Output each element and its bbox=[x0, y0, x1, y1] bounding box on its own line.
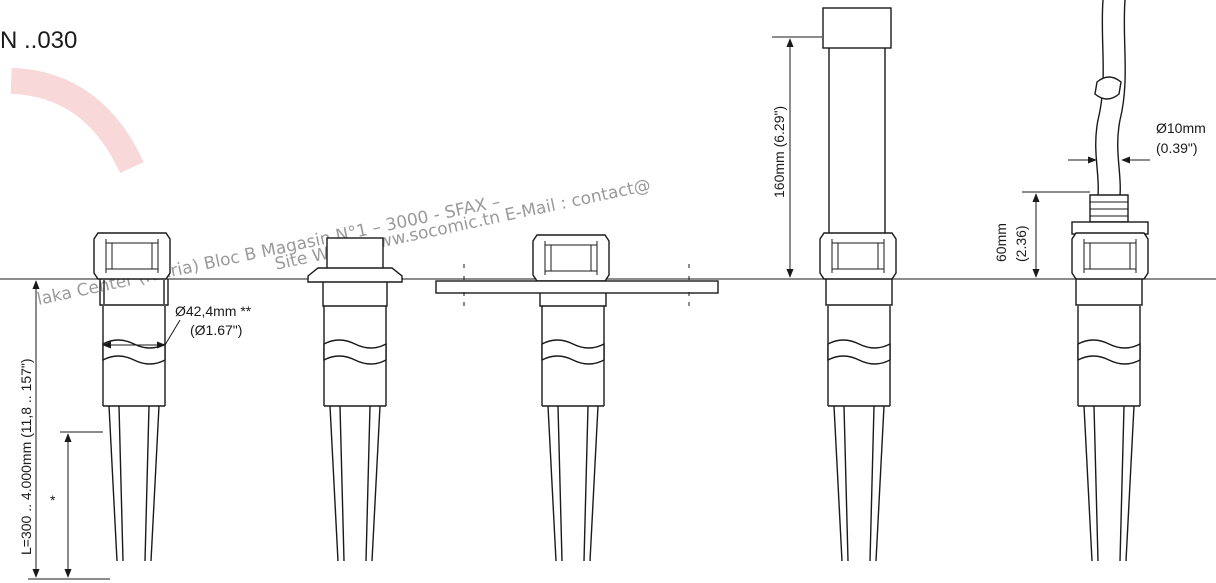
length-label: L=300 .. 4.000mm (11,8 .. 157") bbox=[18, 358, 34, 555]
variant-flange bbox=[435, 234, 719, 562]
gland-height-inch-label: (2.36) bbox=[1013, 225, 1029, 262]
watermark-logo-arc bbox=[10, 67, 144, 174]
variant-clamp bbox=[307, 237, 403, 562]
pipe-diameter-label: Ø42,4mm ** bbox=[175, 303, 252, 319]
variant-threaded: Ø42,4mm ** (Ø1.67") L=300 .. 4.000mm (11… bbox=[18, 232, 252, 580]
fork-length-marker: * bbox=[50, 492, 56, 508]
variant-extension: 160mm (6.29") bbox=[771, 7, 897, 562]
cable-diameter-inch-label: (0.39") bbox=[1156, 140, 1198, 156]
pipe-diameter-inch-label: (Ø1.67") bbox=[190, 322, 242, 338]
extension-height-label: 160mm (6.29") bbox=[771, 106, 787, 198]
cable-diameter-label: Ø10mm bbox=[1156, 120, 1206, 136]
gland-height-label: 60mm bbox=[993, 223, 1009, 262]
variant-cable: Ø10mm (0.39") 60mm (2.36) bbox=[993, 0, 1206, 562]
model-code: N ..030 bbox=[0, 27, 77, 54]
